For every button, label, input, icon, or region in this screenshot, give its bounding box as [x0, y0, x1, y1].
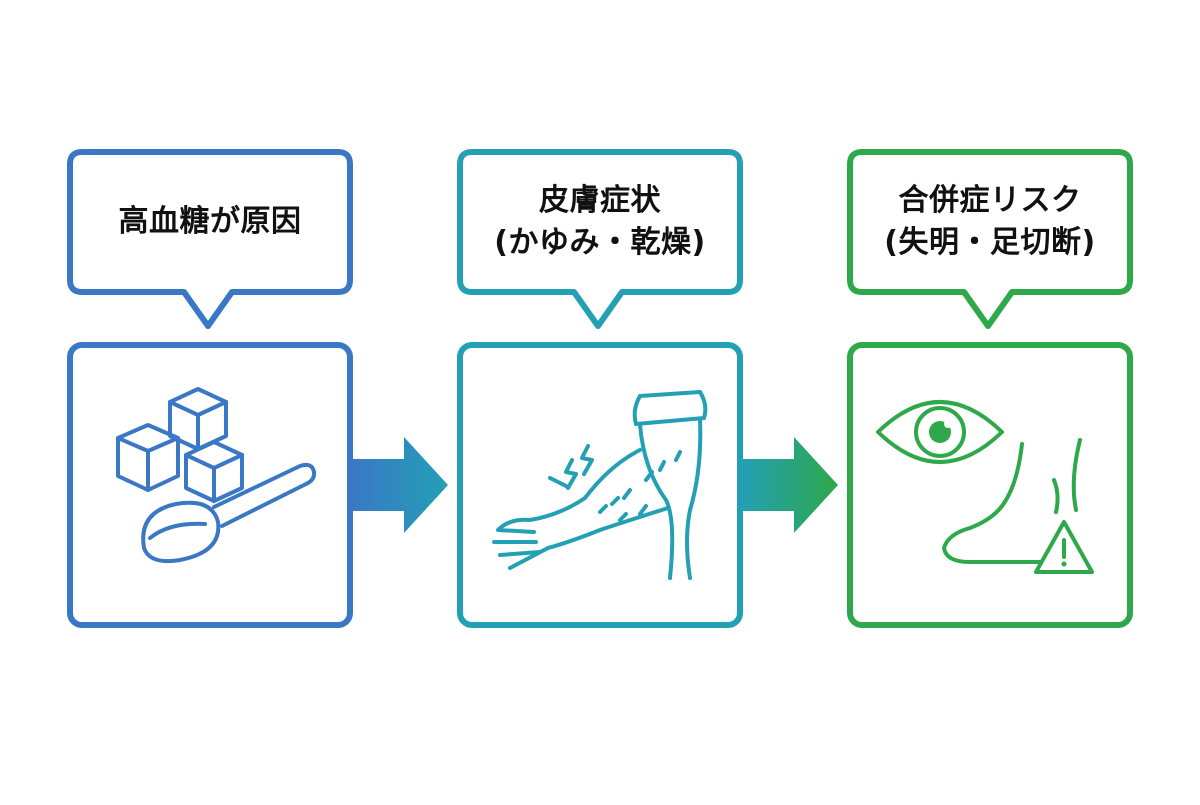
flow-arrow-1	[352, 437, 448, 533]
step-2-label: 皮膚症状 (かゆみ・乾燥)	[466, 158, 734, 286]
step-3	[847, 149, 1133, 628]
flow-arrow-2	[742, 437, 838, 533]
step-2	[457, 149, 743, 628]
callout-bubble-3	[847, 149, 1133, 329]
step-3-label: 合併症リスク (失明・足切断)	[856, 158, 1124, 286]
icon-box-3	[847, 342, 1133, 628]
eye-foot-warning-icon	[876, 400, 1094, 574]
itchy-arm-icon	[492, 390, 708, 580]
icon-box-2	[457, 342, 743, 628]
sugar-cubes-spoon-icon	[116, 387, 317, 564]
step-1	[67, 149, 353, 628]
callout-bubble-2	[457, 149, 743, 329]
step-3-title: 合併症リスク	[898, 183, 1082, 218]
step-2-subtitle: (かゆみ・乾燥)	[494, 225, 706, 260]
step-1-label: 高血糖が原因	[76, 158, 344, 286]
step-3-subtitle: (失明・足切断)	[884, 225, 1096, 260]
step-1-title: 高血糖が原因	[118, 204, 302, 239]
callout-bubble-1	[67, 149, 353, 329]
step-2-title: 皮膚症状	[539, 183, 661, 218]
icon-box-1	[67, 342, 353, 628]
